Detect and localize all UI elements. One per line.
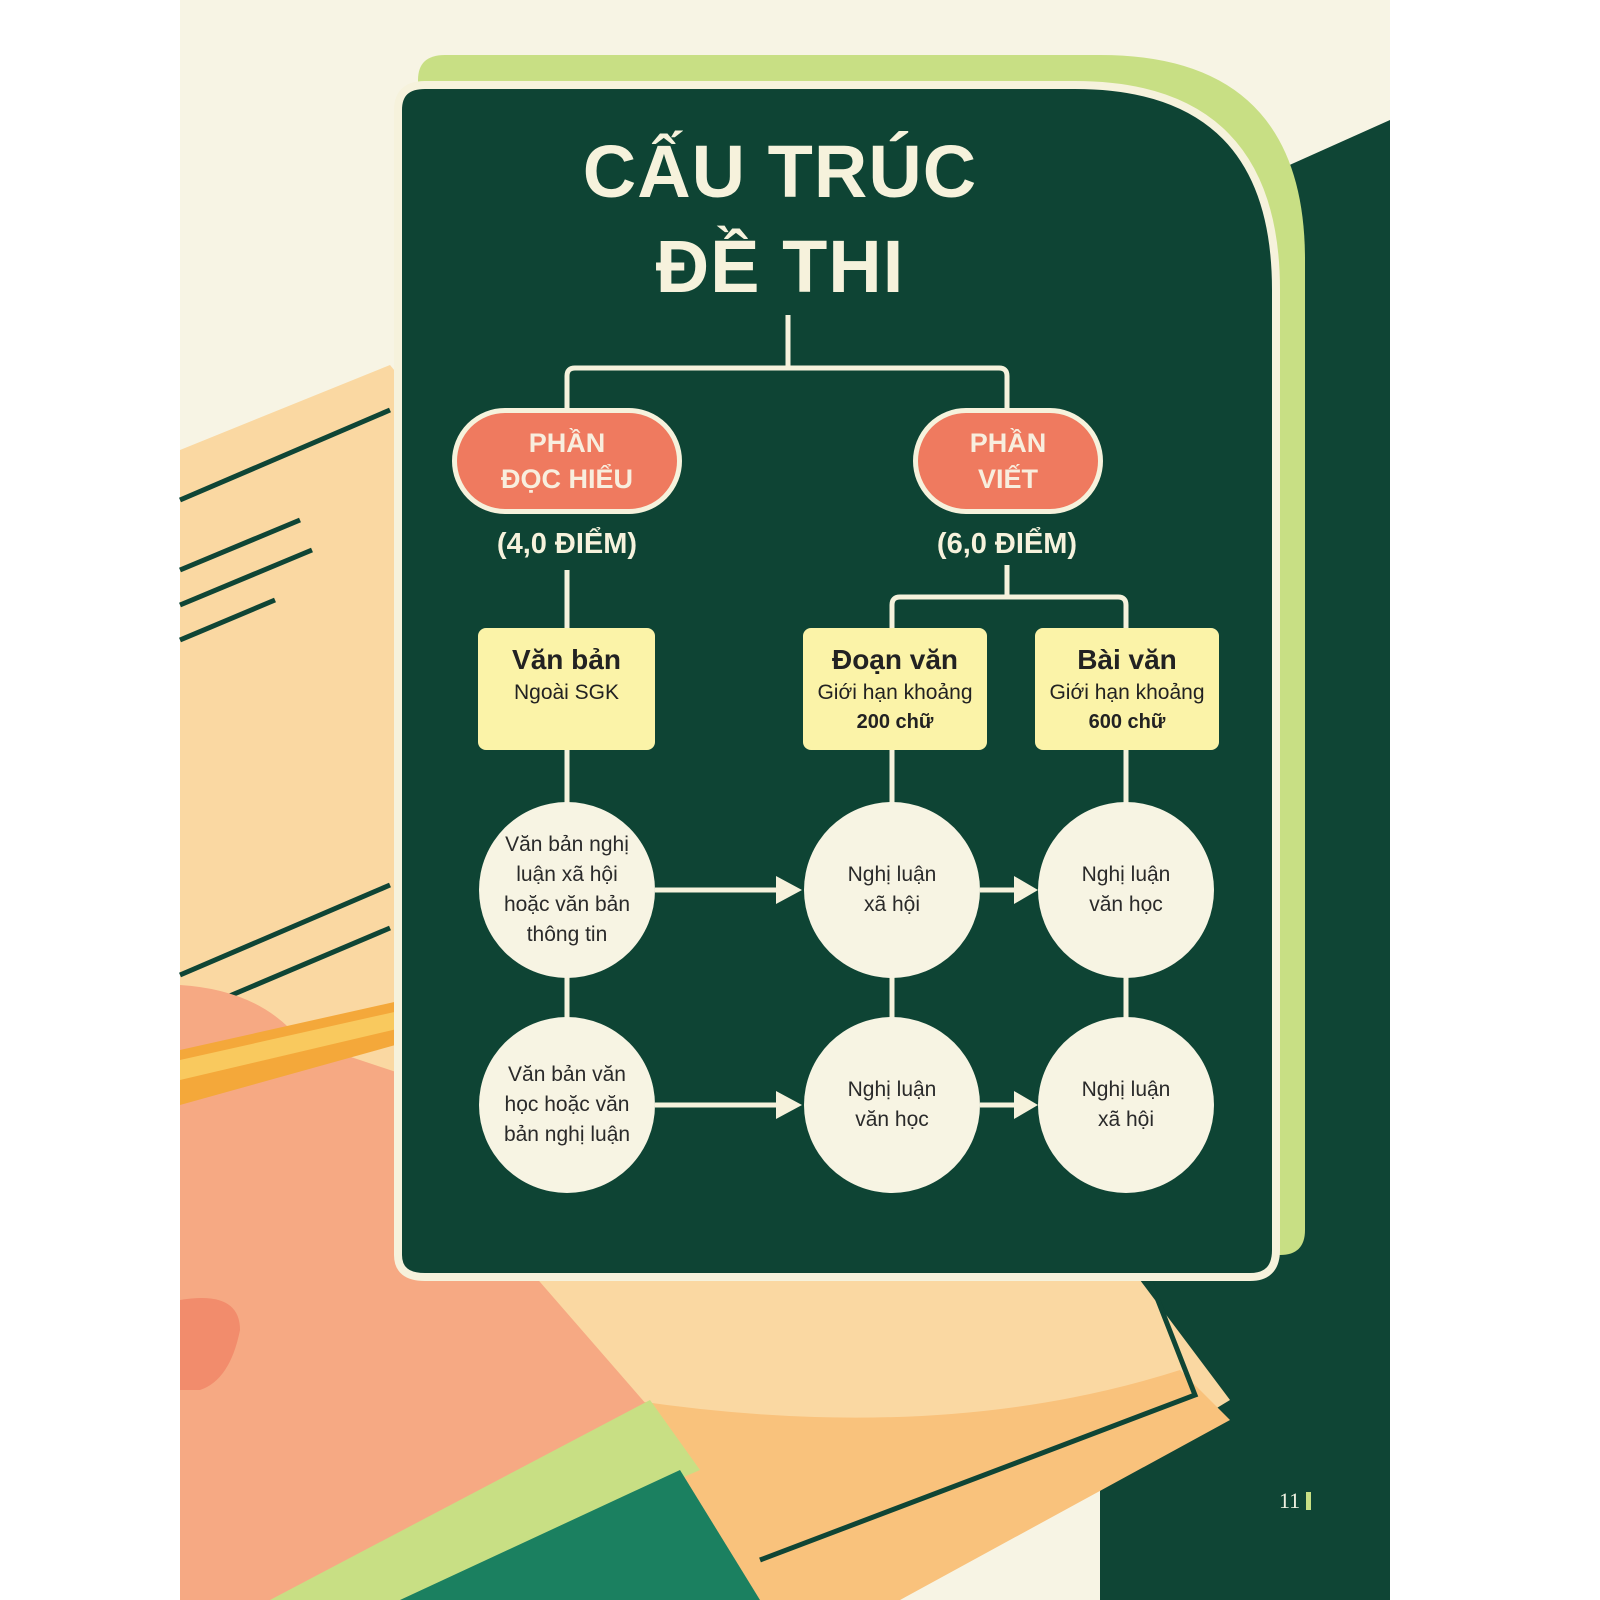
box-sub: Ngoài SGK xyxy=(513,681,620,704)
box-sub: Giới hạn khoảng xyxy=(1049,681,1205,704)
circle-node: Nghị luận văn học xyxy=(804,1017,980,1193)
title-line-2: ĐỀ THI xyxy=(655,225,905,308)
circle-node: Văn bản nghị luận xã hội hoặc văn bản th… xyxy=(479,802,655,978)
box-doan-van: Đoạn văn Giới hạn khoảng 200 chữ xyxy=(803,628,987,750)
circle-node: Nghị luận xã hội xyxy=(1038,1017,1214,1193)
arrowheads xyxy=(776,876,1038,1119)
page-marker xyxy=(1306,1492,1311,1510)
reading-score: (4,0 ĐIỂM) xyxy=(496,528,638,560)
circle-node: Nghị luận xã hội xyxy=(804,802,980,978)
writing-score: (6,0 ĐIỂM) xyxy=(936,528,1078,560)
box-limit: 600 chữ xyxy=(1088,711,1166,733)
circle-node: Nghị luận văn học xyxy=(1038,802,1214,978)
section-reading-pill: PHẦN ĐỌC HIỂU xyxy=(452,408,682,514)
node-text: Nghị luận văn học xyxy=(1081,863,1171,916)
box-sub: Giới hạn khoảng xyxy=(817,681,973,704)
section-writing-pill: PHẦN VIẾT xyxy=(913,408,1103,514)
circle-node: Văn bản văn học hoặc văn bản nghị luận xyxy=(479,1017,655,1193)
node-text: Văn bản văn học hoặc văn bản nghị luận xyxy=(503,1063,631,1146)
notebook-lines xyxy=(179,407,391,1003)
box-bai-van: Bài văn Giới hạn khoảng 600 chữ xyxy=(1035,628,1219,750)
title-line-1: CẤU TRÚC xyxy=(582,130,978,213)
node-text: Văn bản nghị luận xã hội hoặc văn bản th… xyxy=(503,833,631,946)
box-van-ban: Văn bản Ngoài SGK xyxy=(478,628,655,750)
section-label: PHẦN xyxy=(528,428,606,458)
section-label: VIẾT xyxy=(977,464,1038,494)
section-label: ĐỌC HIỂU xyxy=(500,464,633,494)
node-text: Nghị luận xã hội xyxy=(847,863,937,916)
sleeve xyxy=(270,1400,700,1600)
section-label: PHẦN xyxy=(969,428,1047,458)
box-limit: 200 chữ xyxy=(856,711,934,733)
box-heading: Bài văn xyxy=(1077,644,1177,675)
node-text: Nghị luận xã hội xyxy=(1081,1078,1171,1131)
box-heading: Văn bản xyxy=(512,644,621,675)
box-heading: Đoạn văn xyxy=(831,644,959,675)
node-text: Nghị luận văn học xyxy=(847,1078,937,1131)
page-number: 11 xyxy=(1279,1488,1301,1513)
